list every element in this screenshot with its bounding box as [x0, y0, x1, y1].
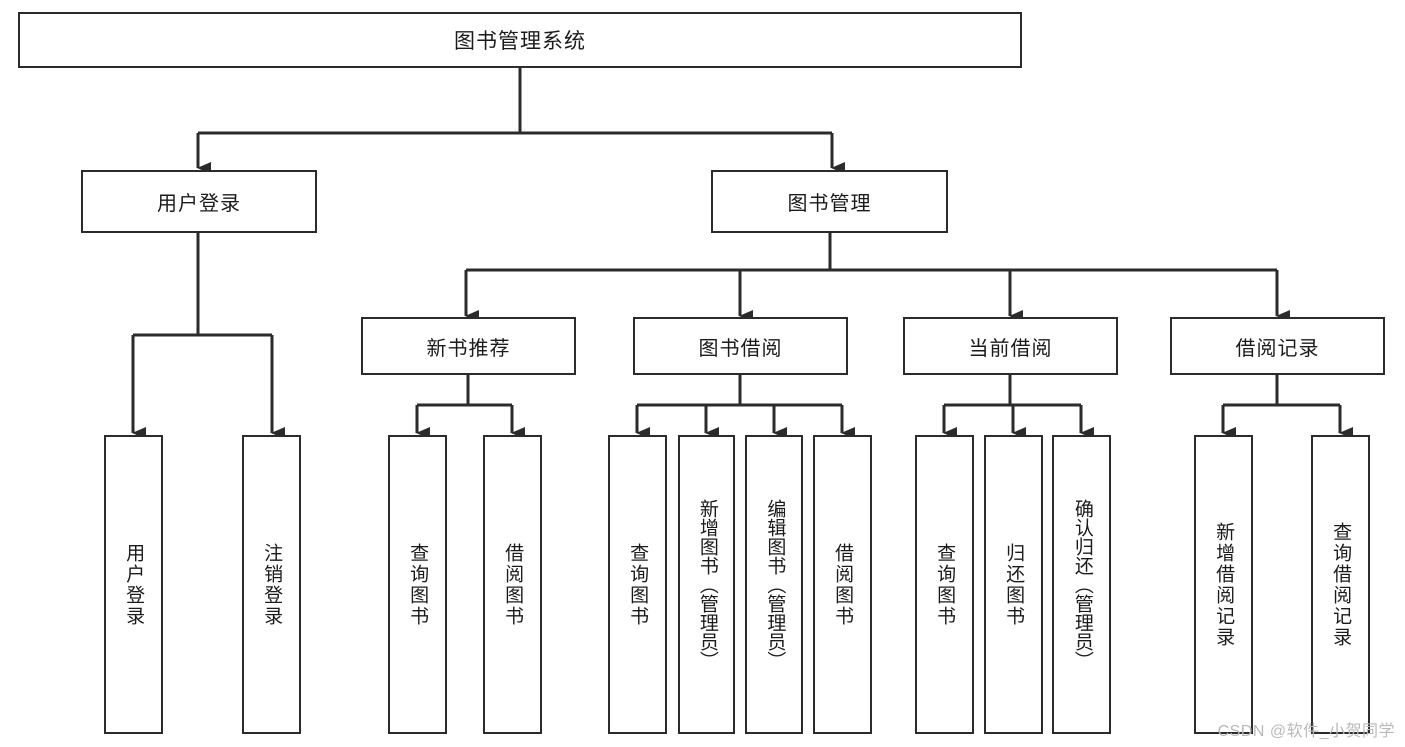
node-leaf-return-book[interactable]: 归还图书: [984, 435, 1043, 734]
node-leaf-add-book[interactable]: 新增图书（管理员）: [678, 435, 735, 734]
node-new-book-recommend-label: 新书推荐: [426, 337, 511, 360]
node-leaf-confirm-return-label: 确认归还（管理员）: [1071, 499, 1093, 670]
node-book-borrow[interactable]: 图书借阅: [633, 317, 848, 375]
node-leaf-borrow-book-1-label: 借阅图书: [502, 542, 524, 627]
node-book-management-label: 图书管理: [787, 193, 872, 215]
node-leaf-borrow-book-2[interactable]: 借阅图书: [813, 435, 872, 734]
node-leaf-query-book-2[interactable]: 查询图书: [608, 435, 667, 734]
node-user-login-label: 用户登录: [157, 193, 241, 215]
node-leaf-query-book-3[interactable]: 查询图书: [915, 435, 974, 734]
node-root[interactable]: 图书管理系统: [18, 12, 1022, 68]
node-leaf-add-borrow-record[interactable]: 新增借阅记录: [1194, 435, 1253, 734]
node-book-borrow-label: 图书借阅: [698, 337, 783, 360]
node-borrow-record[interactable]: 借阅记录: [1170, 317, 1385, 375]
node-user-login[interactable]: 用户登录: [81, 170, 317, 233]
node-leaf-edit-book-label: 编辑图书（管理员）: [764, 499, 786, 670]
node-leaf-logout-login[interactable]: 注销登录: [242, 435, 301, 734]
node-current-borrow[interactable]: 当前借阅: [903, 317, 1118, 375]
node-leaf-user-login[interactable]: 用户登录: [104, 435, 163, 734]
node-leaf-user-login-label: 用户登录: [123, 542, 145, 627]
node-leaf-borrow-book-2-label: 借阅图书: [832, 542, 854, 627]
node-leaf-query-book-1-label: 查询图书: [407, 542, 429, 627]
node-new-book-recommend[interactable]: 新书推荐: [361, 317, 576, 375]
node-leaf-return-book-label: 归还图书: [1003, 542, 1025, 627]
node-leaf-confirm-return[interactable]: 确认归还（管理员）: [1052, 435, 1111, 734]
node-book-management[interactable]: 图书管理: [711, 170, 948, 233]
node-leaf-edit-book[interactable]: 编辑图书（管理员）: [745, 435, 803, 734]
node-borrow-record-label: 借阅记录: [1235, 337, 1320, 360]
node-leaf-borrow-book-1[interactable]: 借阅图书: [483, 435, 542, 734]
node-leaf-logout-login-label: 注销登录: [261, 542, 283, 627]
node-leaf-add-borrow-record-label: 新增借阅记录: [1213, 521, 1235, 648]
node-leaf-query-book-3-label: 查询图书: [934, 542, 956, 627]
node-root-label: 图书管理系统: [454, 30, 586, 53]
node-leaf-query-book-1[interactable]: 查询图书: [388, 435, 447, 734]
node-leaf-query-borrow-record[interactable]: 查询借阅记录: [1311, 435, 1370, 734]
csdn-watermark: CSDN @软件_小贺同学: [1217, 723, 1395, 740]
node-current-borrow-label: 当前借阅: [968, 337, 1053, 360]
node-leaf-query-borrow-record-label: 查询借阅记录: [1330, 521, 1352, 648]
node-leaf-query-book-2-label: 查询图书: [627, 542, 649, 627]
node-leaf-add-book-label: 新增图书（管理员）: [696, 499, 718, 670]
